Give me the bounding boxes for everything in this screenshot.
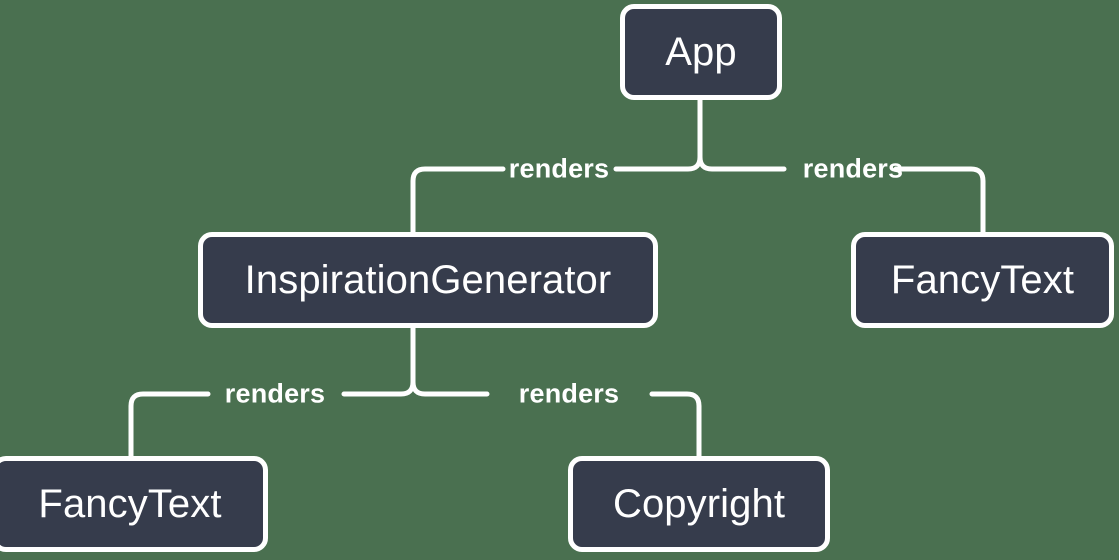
- edge-label-inspirationgenerator-to-copyright: renders: [518, 378, 620, 409]
- edge-app-stem: [613, 97, 703, 172]
- edge-app-to-fancytext-right: [893, 166, 986, 235]
- node-app-label: App: [665, 30, 737, 74]
- edge-inspirationgenerator-stem: [341, 325, 416, 397]
- node-copyright-label: Copyright: [612, 482, 786, 526]
- edge-inspirationgenerator-to-copyright: [649, 391, 702, 459]
- edge-label-app-to-fancytext-right: renders: [802, 153, 904, 184]
- node-inspiration-generator-label: InspirationGenerator: [244, 258, 612, 302]
- edge-inspirationgenerator-stem-right: [410, 379, 490, 397]
- edge-app-to-inspirationgenerator: [410, 166, 506, 235]
- node-inspiration-generator[interactable]: InspirationGenerator: [198, 232, 658, 328]
- node-app[interactable]: App: [620, 4, 782, 100]
- node-copyright[interactable]: Copyright: [568, 456, 830, 552]
- node-fancy-text-right[interactable]: FancyText: [851, 232, 1114, 328]
- node-fancy-text-bottom-left-label: FancyText: [38, 482, 222, 526]
- edge-label-app-to-inspirationgenerator: renders: [508, 153, 610, 184]
- edge-label-inspirationgenerator-to-fancytext: renders: [224, 378, 326, 409]
- edge-inspirationgenerator-to-fancytext: [128, 391, 211, 459]
- edge-app-stem-right: [697, 154, 787, 172]
- node-fancy-text-right-label: FancyText: [890, 258, 1075, 302]
- node-fancy-text-bottom-left[interactable]: FancyText: [0, 456, 268, 552]
